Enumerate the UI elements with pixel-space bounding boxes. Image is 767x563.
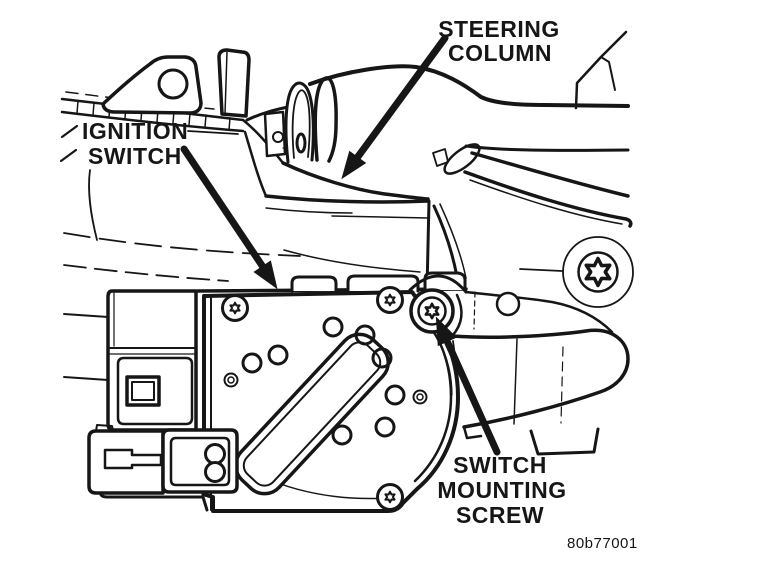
- clockspring-loops: [263, 76, 338, 164]
- figure-code: 80b77001: [567, 535, 638, 552]
- lower-housing-drawing: [449, 291, 630, 456]
- steering-column-label-line2: COLUMN: [448, 40, 552, 66]
- connector-pin: [204, 443, 226, 465]
- key-slot: [234, 332, 390, 496]
- mounting-screw-label-line2: MOUNTING: [437, 477, 566, 503]
- mounting-screw-arrow: [435, 316, 501, 456]
- column-tab: [217, 48, 251, 118]
- steering-column-drawing: [196, 30, 633, 334]
- column-bracket: [101, 55, 203, 115]
- mounting-screw-label-line1: SWITCH: [453, 452, 547, 478]
- upper-connector-body: [106, 289, 198, 432]
- ignition-switch-arrow: [180, 145, 278, 290]
- label-ignition-switch: IGNITION SWITCH: [82, 118, 188, 169]
- ignition-switch-label-line1: IGNITION: [82, 118, 188, 144]
- steering-column-label-line1: STEERING: [438, 16, 560, 42]
- lower-connector-left: [87, 429, 165, 495]
- mounting-screw-label-line3: SCREW: [456, 502, 544, 528]
- switch-connectors-drawing: [87, 289, 239, 512]
- ignition-switch-drawing: [202, 286, 460, 513]
- ignition-switch-label-line2: SWITCH: [88, 143, 182, 169]
- column-oval-detail: [443, 143, 481, 175]
- label-switch-mounting-screw: SWITCH MOUNTING SCREW: [437, 452, 566, 528]
- leader-ticks: [59, 124, 239, 163]
- torx-bolt-icon: [562, 237, 634, 307]
- plate-screw-icon: [221, 286, 404, 511]
- callout-arrows: [59, 34, 501, 456]
- plate-rivets: [223, 372, 428, 405]
- plate-holes: [241, 316, 406, 446]
- mounting-screw-icon: [409, 288, 455, 334]
- connector-pin: [204, 461, 226, 483]
- steering-column-arrow: [341, 34, 449, 180]
- label-steering-column: STEERING COLUMN: [438, 16, 560, 66]
- dash-panel-lines: [63, 169, 301, 381]
